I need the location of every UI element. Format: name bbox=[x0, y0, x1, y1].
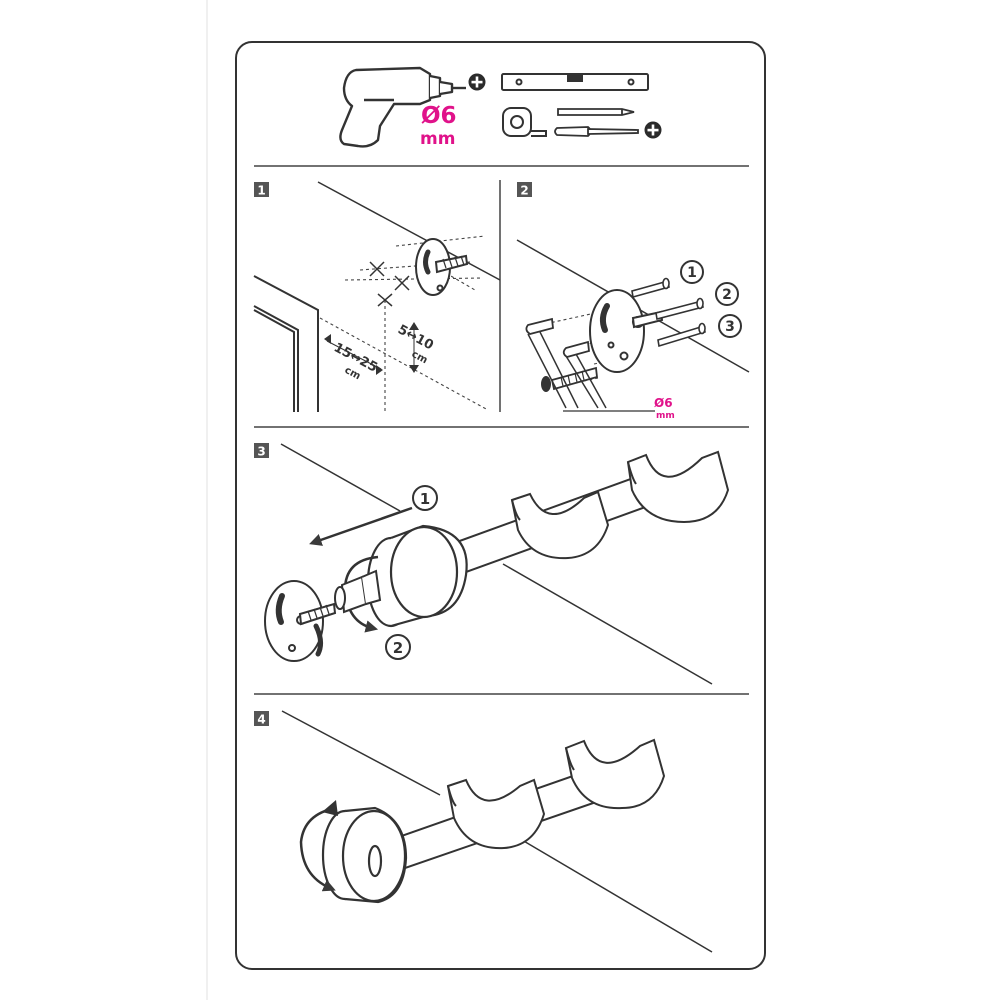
window-frame bbox=[253, 275, 319, 412]
step-number: 4 bbox=[257, 713, 265, 727]
tools-row: Ø6 mm bbox=[339, 66, 662, 149]
callout-number: 1 bbox=[420, 490, 430, 508]
wall-bracket-plate bbox=[264, 580, 337, 662]
screwdriver-icon bbox=[554, 126, 639, 137]
step-4-panel: 4 bbox=[254, 710, 713, 953]
drill-size-label: Ø6 bbox=[421, 103, 457, 129]
drill-unit-label: mm bbox=[656, 411, 675, 421]
callout-number: 2 bbox=[722, 287, 732, 303]
step3-callout-1: 1 bbox=[412, 485, 438, 511]
screw-callout-1: 1 bbox=[680, 260, 704, 284]
drill-hole bbox=[541, 376, 551, 392]
rod-holder bbox=[446, 738, 666, 850]
step-number: 1 bbox=[257, 184, 265, 198]
step-1-panel: 1 bbox=[253, 181, 501, 412]
drill-icon bbox=[339, 66, 466, 148]
plus-icon bbox=[644, 121, 662, 139]
wall-bracket-plate bbox=[589, 289, 664, 373]
pencil-icon bbox=[557, 108, 635, 116]
rod-end-cap bbox=[321, 806, 408, 904]
screw bbox=[631, 277, 706, 348]
screw-callout-3: 3 bbox=[718, 314, 742, 338]
rod-connector bbox=[334, 569, 382, 614]
wall-bracket-plate bbox=[415, 238, 469, 296]
callout-number: 1 bbox=[687, 265, 697, 281]
instruction-card bbox=[235, 41, 766, 970]
step3-callout-2: 2 bbox=[385, 634, 411, 660]
step-number: 3 bbox=[257, 445, 265, 459]
step-3-panel: 3 bbox=[254, 443, 730, 685]
step-number-box bbox=[517, 182, 532, 197]
step-number-box bbox=[254, 443, 269, 458]
tape-measure-icon bbox=[502, 107, 547, 137]
step-number: 2 bbox=[520, 184, 528, 198]
wall-plug bbox=[525, 317, 598, 391]
step-number-box bbox=[254, 711, 269, 726]
screw-callout-2: 2 bbox=[715, 282, 739, 306]
rotate-arrow bbox=[299, 806, 337, 892]
callout-number: 2 bbox=[393, 639, 403, 657]
step-number-box bbox=[254, 182, 269, 197]
drill-size-label: Ø6 bbox=[654, 396, 673, 410]
step-2-panel: 2 bbox=[516, 182, 750, 421]
plus-icon bbox=[468, 73, 486, 91]
drill-unit-label: mm bbox=[420, 129, 455, 149]
rod-holder bbox=[510, 450, 730, 560]
spirit-level-icon bbox=[501, 73, 649, 91]
callout-number: 3 bbox=[725, 319, 735, 335]
rod-end-cap bbox=[366, 524, 468, 628]
pull-arrow bbox=[309, 506, 413, 546]
